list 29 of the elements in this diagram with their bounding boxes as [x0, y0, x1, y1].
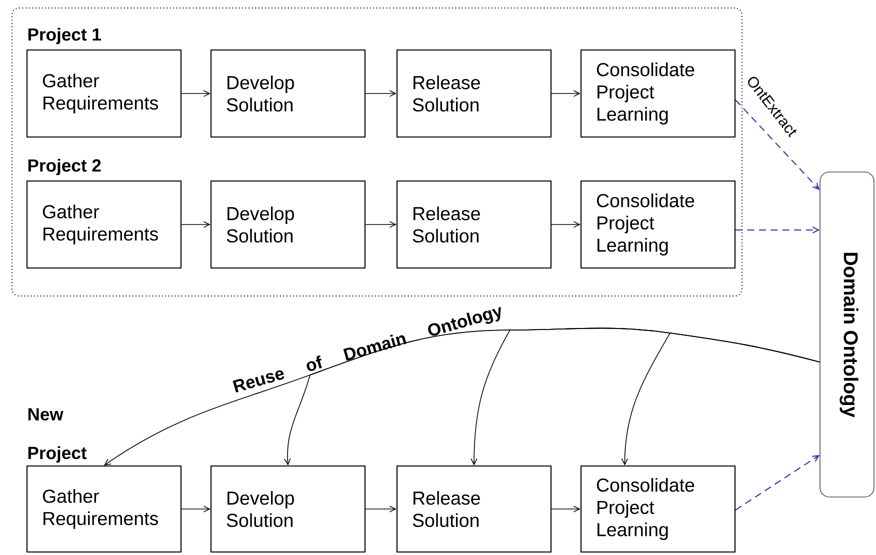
- arrow: [551, 221, 580, 228]
- process-box: Release Solution: [396, 49, 552, 138]
- arrow: [551, 506, 580, 512]
- arrow: [621, 332, 820, 466]
- process-box: Release Solution: [396, 465, 552, 553]
- process-box: Release Solution: [396, 180, 552, 269]
- process-box: Consolidate Project Learning: [580, 49, 736, 138]
- arrow: [181, 506, 210, 512]
- arrow: [365, 221, 396, 228]
- arrow: [181, 90, 210, 97]
- arrow: [736, 226, 820, 234]
- edge-label: Reuse of Domain Ontology: [232, 306, 501, 393]
- arrow: [735, 100, 820, 190]
- process-box: Gather Requirements: [26, 49, 182, 138]
- heading: Project 1: [28, 28, 101, 44]
- process-box: Consolidate Project Learning: [580, 180, 736, 269]
- arrow: [365, 506, 396, 512]
- process-box: Gather Requirements: [26, 180, 182, 269]
- arrow: [551, 90, 580, 97]
- arrow: [365, 90, 396, 97]
- process-box: Gather Requirements: [26, 465, 182, 553]
- process-box: Consolidate Project Learning: [580, 465, 736, 553]
- arrow: [735, 455, 820, 510]
- process-box: Develop Solution: [210, 180, 366, 269]
- process-box: Develop Solution: [210, 465, 366, 553]
- ontology-box: Domain Ontology: [820, 172, 874, 498]
- process-box: Develop Solution: [210, 49, 366, 138]
- heading: Project 2: [28, 158, 101, 176]
- arrow: [181, 221, 210, 228]
